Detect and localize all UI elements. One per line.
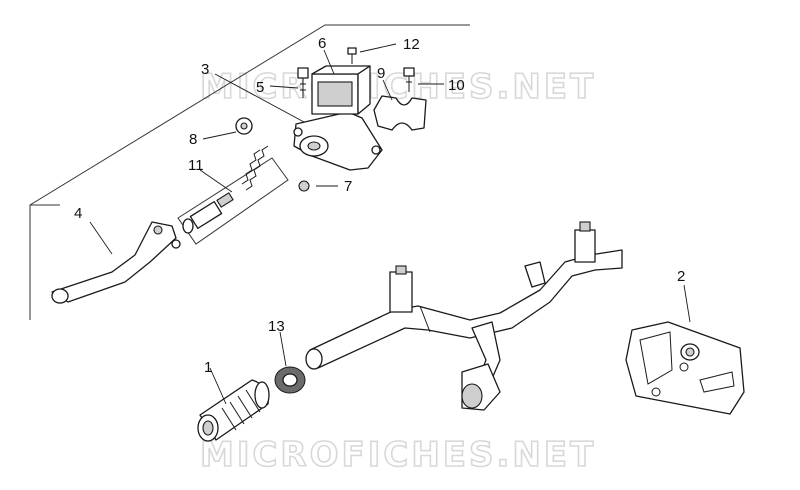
callout-3: 3 <box>201 61 209 78</box>
handlebar-clamp <box>373 95 427 131</box>
leader-lines <box>89 43 691 405</box>
callout-11: 11 <box>188 157 204 174</box>
callout-10: 10 <box>448 77 465 94</box>
brake-lever <box>51 221 181 304</box>
callout-9: 9 <box>377 65 385 82</box>
handlebar <box>305 221 623 411</box>
callout-4: 4 <box>74 205 82 222</box>
switch-bracket <box>625 321 745 415</box>
nut-8 <box>235 117 253 135</box>
callout-6: 6 <box>318 35 326 52</box>
grip <box>197 379 270 442</box>
master-cylinder <box>293 65 383 171</box>
callout-5: 5 <box>256 79 264 96</box>
kit-frame <box>29 24 470 320</box>
piston-kit <box>177 145 289 245</box>
callout-2: 2 <box>677 268 685 285</box>
screw-10 <box>403 67 415 92</box>
bush-ring <box>274 366 306 394</box>
callout-12: 12 <box>403 36 420 53</box>
screw-5 <box>297 67 309 98</box>
callout-7: 7 <box>344 178 352 195</box>
watermark-bottom: MICROFICHES.NET <box>200 435 596 475</box>
nut-7 <box>298 180 310 192</box>
screw-12 <box>347 47 357 64</box>
callout-1: 1 <box>204 359 212 376</box>
callout-8: 8 <box>189 131 197 148</box>
callout-13: 13 <box>268 318 285 335</box>
